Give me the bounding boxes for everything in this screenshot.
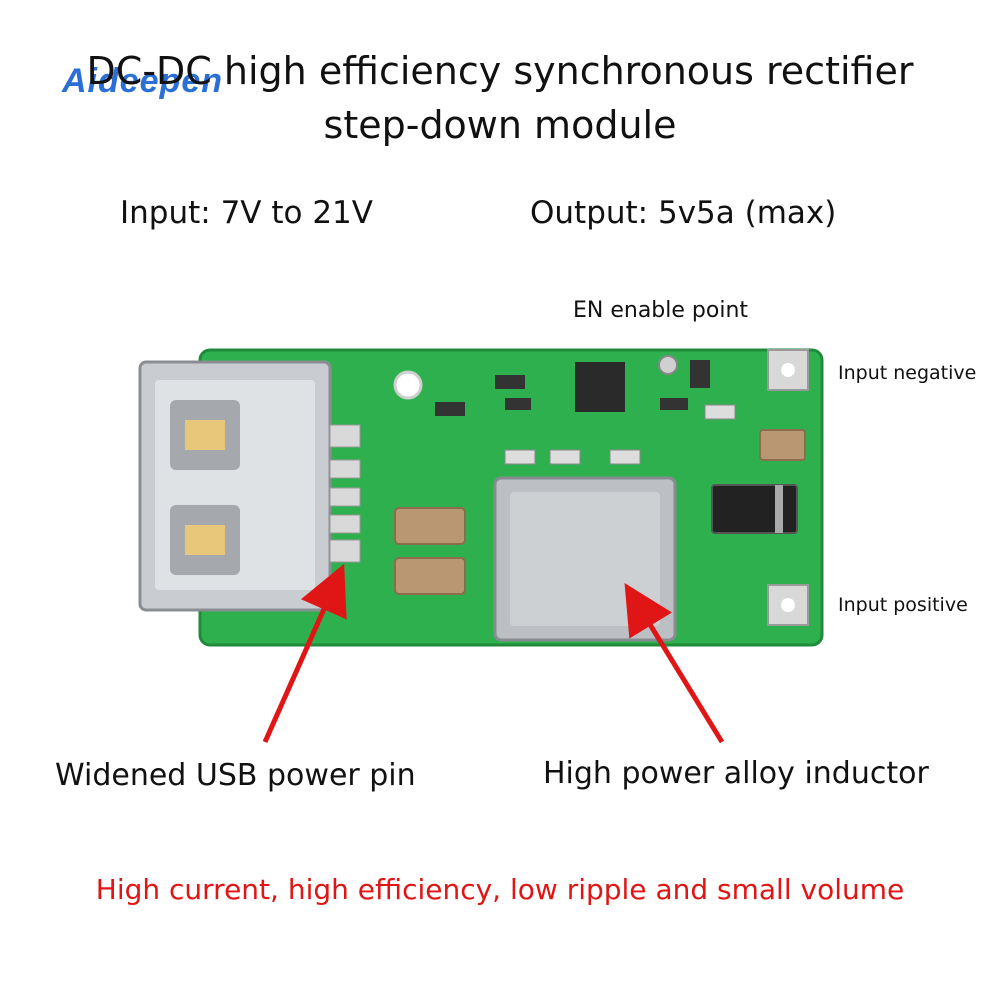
page-title-line1: DC-DC high efficiency synchronous rectif… (86, 49, 914, 93)
page-title-line2: step-down module (323, 103, 677, 147)
en-enable-label: EN enable point (573, 298, 749, 323)
inductor-arrow (624, 582, 725, 744)
inductor-label: High power alloy inductor (543, 756, 929, 791)
input-positive-label: Input positive (838, 594, 968, 616)
input-negative-label: Input negative (838, 362, 977, 384)
brand-logo: Aideepen (62, 62, 224, 100)
en-pad (658, 355, 678, 375)
usb-pin-label: Widened USB power pin (55, 758, 416, 793)
input-spec: Input: 7V to 21V (120, 195, 373, 231)
usb-connector (138, 360, 332, 612)
usb-pin-arrow (262, 563, 347, 744)
output-spec: Output: 5v5a (max) (530, 195, 837, 231)
tagline: High current, high efficiency, low rippl… (95, 873, 905, 906)
diode-d1 (711, 484, 798, 534)
ic-u1 (575, 362, 625, 412)
